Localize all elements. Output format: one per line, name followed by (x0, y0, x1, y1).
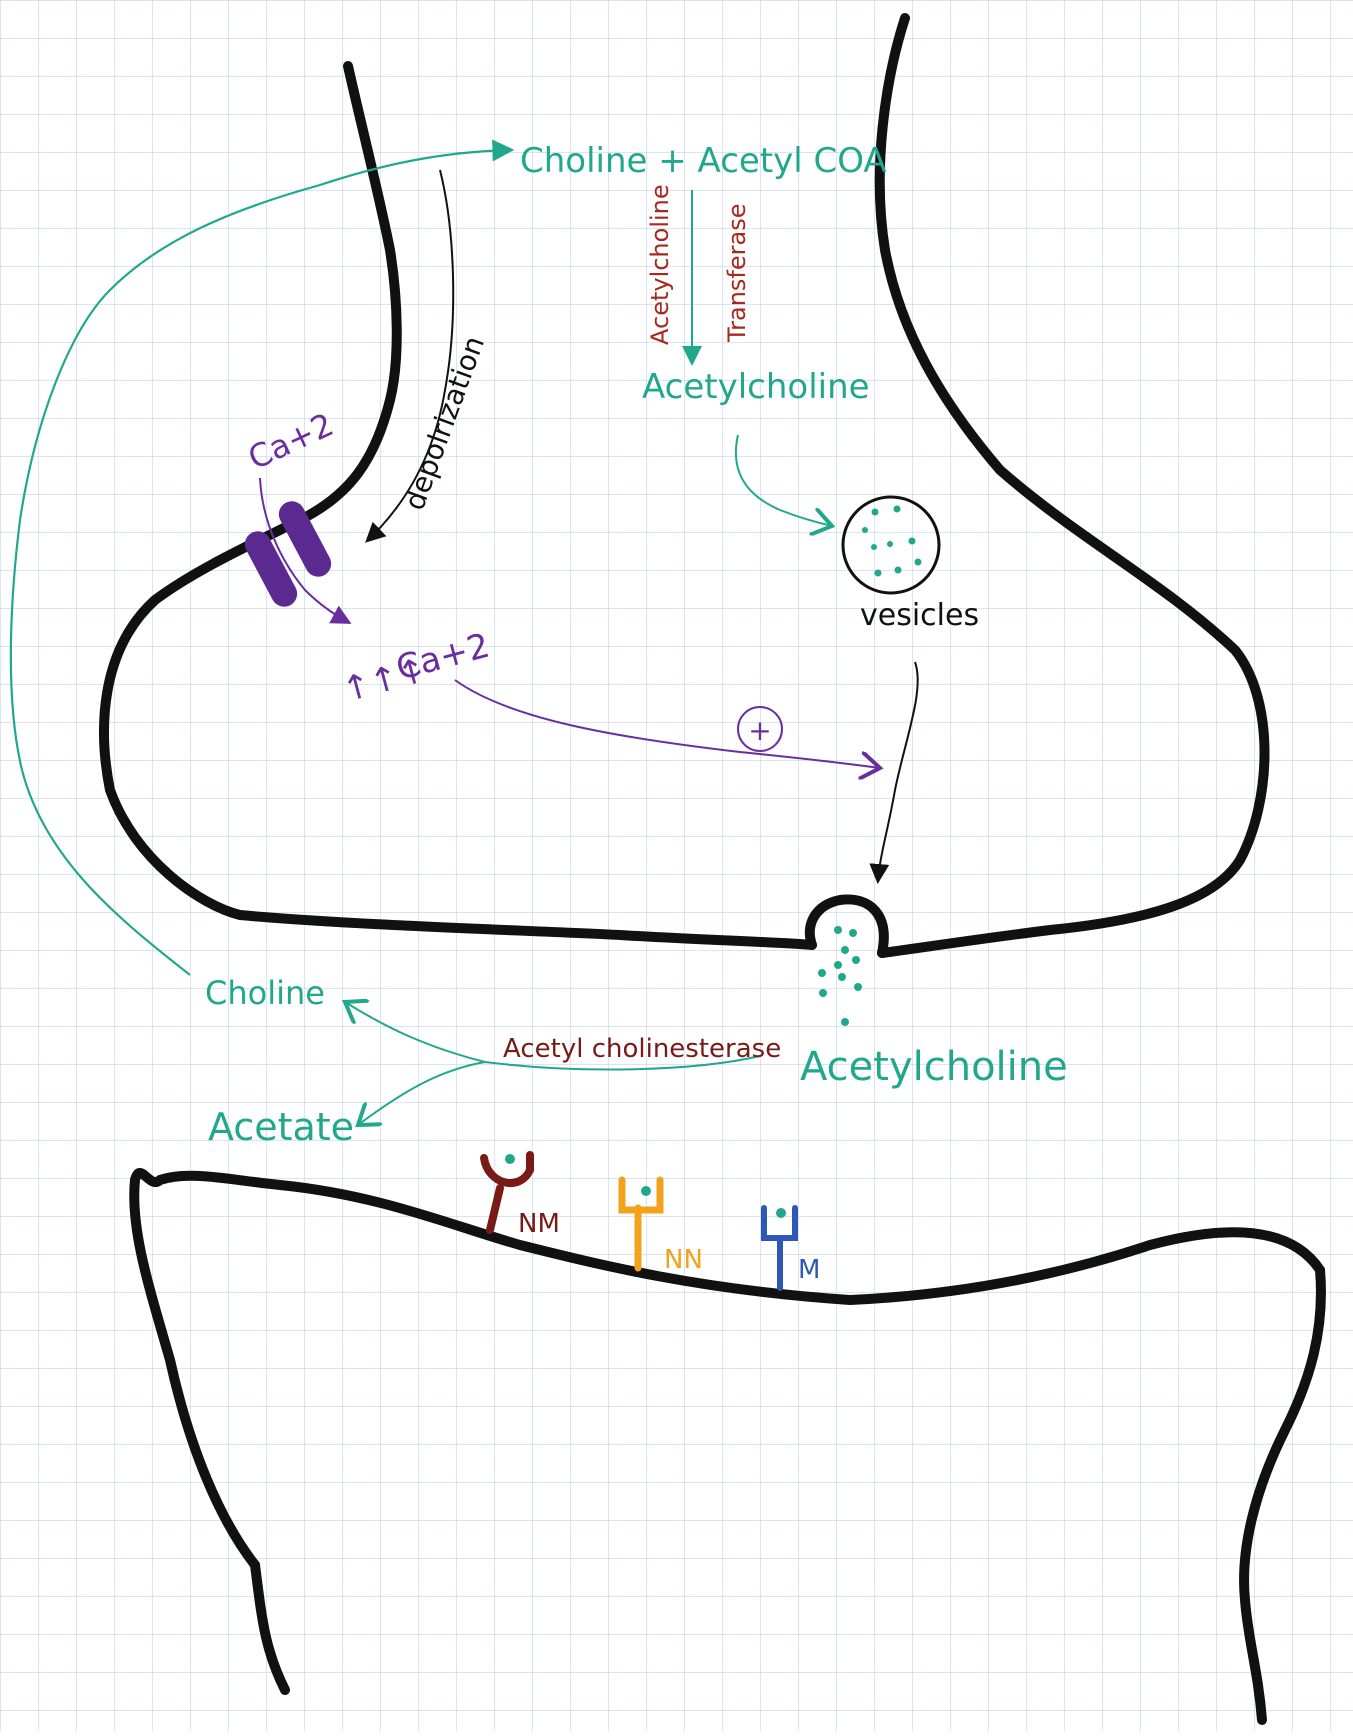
label-receptor-m: M (798, 1255, 820, 1285)
receptor-nn-ligand (641, 1186, 651, 1196)
label-acetate: Acetate (208, 1105, 354, 1149)
label-choline-acetyl-coa: Choline + Acetyl COA (520, 141, 887, 181)
label-acetylcholine-cleft: Acetylcholine (800, 1044, 1068, 1090)
label-acetylcholinesterase: Acetyl cholinesterase (503, 1034, 781, 1064)
receptor-m-ligand (776, 1208, 786, 1218)
label-enzyme-line2: Transferase (723, 204, 751, 343)
label-choline: Choline (205, 974, 325, 1012)
label-enzyme-line1: Acetylcholine (646, 184, 674, 345)
label-acetylcholine-top: Acetylcholine (642, 367, 870, 407)
label-receptor-nn: NN (664, 1245, 703, 1275)
label-vesicles: vesicles (860, 598, 979, 633)
label-receptor-nm: NM (518, 1209, 560, 1239)
receptor-nm-ligand (505, 1154, 515, 1164)
stimulation-plus: + (748, 714, 771, 747)
